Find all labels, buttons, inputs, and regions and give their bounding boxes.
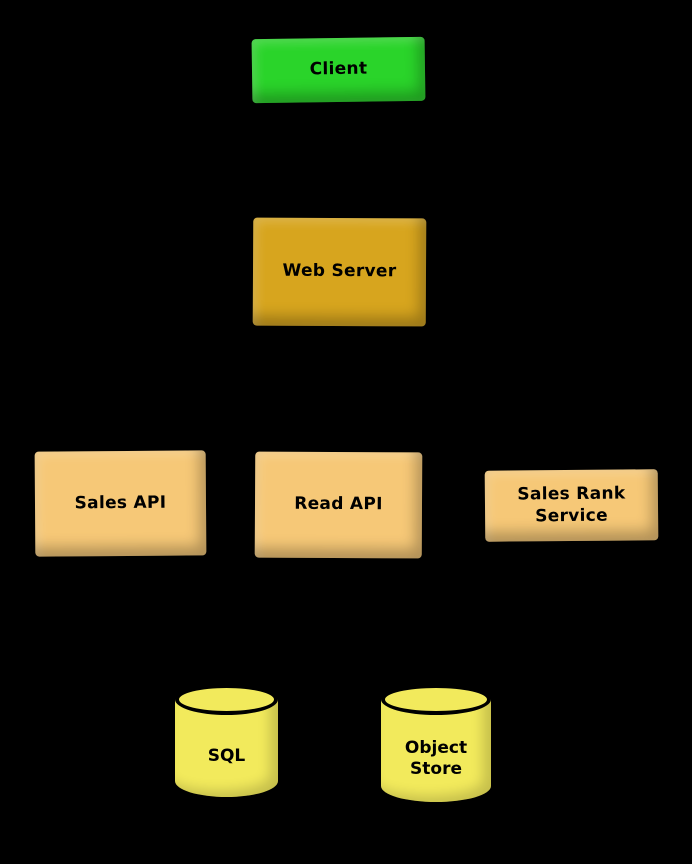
node-web-server-label: Web Server xyxy=(282,261,397,282)
node-sql-label: SQL xyxy=(207,745,246,766)
node-object-store-database: Object Store xyxy=(381,684,491,802)
node-web-server: Web Server xyxy=(252,217,427,327)
node-sql-database: SQL xyxy=(175,684,278,797)
object-store-cylinder-top xyxy=(381,684,491,715)
node-sql-label-wrap: SQL xyxy=(175,722,278,791)
node-client: Client xyxy=(251,36,426,104)
node-object-store-label: Object Store xyxy=(404,737,468,779)
node-read-api: Read API xyxy=(254,451,423,559)
node-read-api-label: Read API xyxy=(294,494,383,515)
sql-cylinder-top xyxy=(175,684,278,715)
node-sales-rank-service: Sales Rank Service xyxy=(484,469,659,542)
sql-cylinder-body xyxy=(175,699,278,797)
node-object-store-label-wrap: Object Store xyxy=(381,722,491,796)
node-sales-api-label: Sales API xyxy=(74,492,167,514)
node-sales-rank-service-label: Sales Rank Service xyxy=(517,483,626,526)
node-client-label: Client xyxy=(309,58,368,80)
node-sales-api: Sales API xyxy=(34,450,207,557)
object-store-cylinder-body xyxy=(381,699,491,802)
